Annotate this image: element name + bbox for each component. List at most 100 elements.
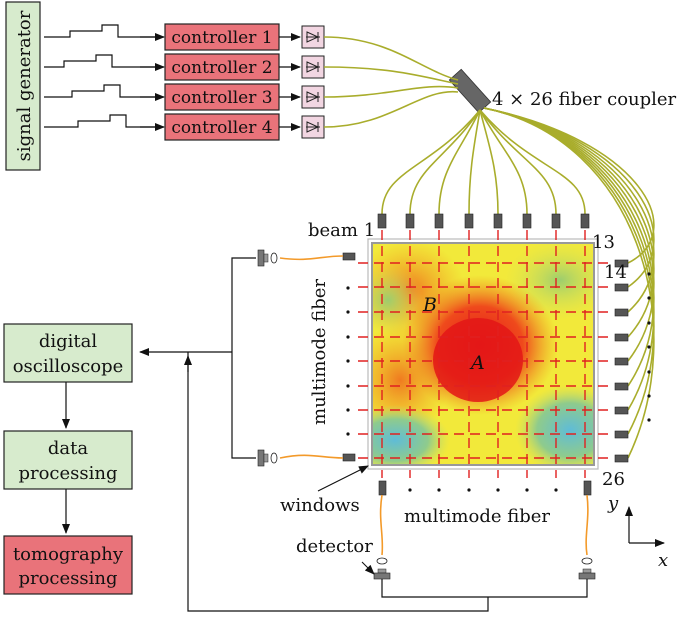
fiber-in-4 [323, 91, 459, 128]
detector-arrow [361, 561, 375, 575]
right-dot-4 [647, 345, 651, 349]
source-top-5 [493, 213, 503, 229]
diode-symbol-3 [306, 91, 320, 103]
left-dot-5 [346, 384, 350, 388]
source-right-8 [614, 430, 629, 439]
source-top-3 [434, 213, 444, 229]
controller-label-1: controller 1 [171, 28, 272, 48]
controller-label-2: controller 2 [171, 58, 272, 78]
source-right-3 [614, 308, 629, 317]
fiber-coupler: 4 × 26 fiber coupler [448, 68, 677, 114]
bottom-dot-2 [437, 488, 441, 492]
left-dot-1 [346, 286, 350, 290]
signal-generator-label: signal generator [14, 10, 35, 161]
axis-x-label: x [658, 550, 668, 571]
fiber-out-top-6 [479, 109, 528, 215]
data-processing-line-1: data [48, 438, 88, 459]
waveform-1 [44, 24, 162, 38]
signal-generator-block: signal generator [5, 1, 41, 171]
right-dot-3 [647, 321, 651, 325]
tomography-line-1: tomography [13, 544, 124, 565]
source-top-7 [551, 213, 561, 229]
windows-label: windows [280, 495, 360, 516]
beam-1-label: beam 1 [308, 220, 375, 241]
fiber-out-right-9 [483, 107, 655, 459]
left-dot-6 [346, 408, 350, 412]
source-top-4 [464, 213, 474, 229]
oscilloscope-line-2: oscilloscope [13, 356, 124, 377]
fiber-out-top-7 [479, 109, 557, 215]
source-top-2 [405, 213, 415, 229]
diode-symbol-2 [306, 61, 320, 73]
source-right-6 [614, 382, 629, 391]
detector-left-top [257, 249, 278, 267]
left-dot-3 [346, 335, 350, 339]
waveform-3 [44, 84, 162, 98]
signal-wiring [139, 257, 588, 612]
detector-bottom-right [578, 557, 596, 580]
source-right-7 [614, 406, 629, 415]
coupler-fibers [323, 36, 655, 459]
oscilloscope-block: digital oscilloscope [3, 323, 133, 383]
source-top-6 [522, 213, 532, 229]
diode-symbol-4 [306, 121, 320, 133]
left-dot-4 [346, 359, 350, 363]
tomography-line-2: processing [18, 568, 117, 589]
tomography-block: tomography processing [3, 535, 133, 595]
beam-26-label: 26 [602, 469, 625, 490]
coupler-label: 4 × 26 fiber coupler [492, 89, 677, 110]
bottom-dot-1 [408, 488, 412, 492]
right-dot-7 [647, 418, 651, 422]
unused-channel-dots [346, 272, 651, 492]
oscilloscope-line-1: digital [39, 331, 98, 352]
source-top-8 [580, 213, 590, 229]
data-processing-line-2: processing [18, 463, 117, 484]
detector-bottom-left [373, 557, 391, 580]
source-right-9 [614, 454, 629, 463]
signal-waveforms [44, 24, 165, 131]
left-dot-2 [346, 310, 350, 314]
bottom-dot-5 [525, 488, 529, 492]
right-dot-6 [647, 394, 651, 398]
bottom-dot-3 [467, 488, 471, 492]
left-dot-7 [346, 432, 350, 436]
right-dot-1 [647, 272, 651, 276]
controller-box-1 [164, 23, 280, 51]
fiber-out-top-4 [468, 109, 481, 215]
controller-box-3 [164, 83, 280, 111]
beam-14-label: 14 [604, 262, 627, 283]
fiber-out-top-5 [479, 109, 499, 215]
bottom-dot-6 [554, 488, 558, 492]
beam-grid [358, 230, 612, 478]
beam-13-label: 13 [592, 232, 615, 253]
detector-label: detector [296, 536, 373, 557]
fiber-in-3 [323, 85, 459, 98]
fiber-out-top-1 [381, 109, 481, 215]
axis-y-label: y [607, 493, 619, 514]
point-b-label: B [422, 294, 437, 316]
source-right-5 [614, 357, 629, 366]
axes-indicator [625, 506, 665, 547]
fiber-out-right-1 [483, 107, 655, 264]
top-sources [377, 213, 590, 229]
point-a-label: A [469, 352, 485, 374]
right-dot-2 [647, 296, 651, 300]
fiber-in-2 [323, 66, 459, 85]
right-sources [614, 259, 629, 463]
source-right-4 [614, 333, 629, 342]
controller-label-4: controller 4 [171, 118, 272, 138]
multimode-fibers [279, 255, 589, 556]
fiber-in-1 [323, 36, 459, 81]
diode-symbol-1 [306, 31, 320, 43]
detector-left-bottom [257, 449, 278, 467]
multimode-fiber-bottom-label: multimode fiber [404, 506, 550, 527]
waveform-4 [44, 114, 162, 128]
controllers-group: controller 1 controller 2 controller 3 cont… [164, 23, 325, 141]
multimode-fiber-left-label: multimode fiber [309, 279, 330, 425]
windows-arrow [317, 465, 369, 492]
data-processing-block: data processing [3, 430, 133, 490]
controller-label-3: controller 3 [171, 88, 272, 108]
bottom-dot-4 [496, 488, 500, 492]
